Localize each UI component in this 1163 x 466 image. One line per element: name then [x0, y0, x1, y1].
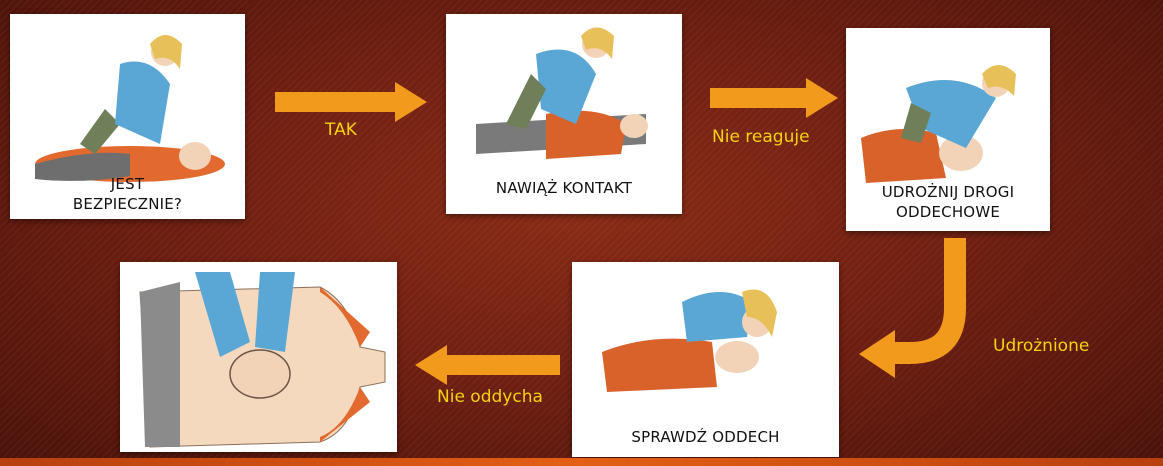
arrow-right-icon: [275, 82, 430, 122]
edge-label-tak: TAK: [325, 120, 357, 140]
edge-label-nie-reaguje: Nie reaguje: [712, 127, 810, 147]
step-card-chest-compressions: [120, 262, 397, 452]
arrow-right-icon: [710, 78, 840, 118]
step-card-make-contact: NAWIĄŻ KONTAKT: [446, 14, 682, 214]
step-label: SPRAWDŹ ODDECH: [572, 427, 839, 447]
step-label: NAWIĄŻ KONTAKT: [446, 178, 682, 198]
footer-accent-bar: [0, 458, 1163, 466]
step-card-check-safety: JEST BEZPIECZNIE?: [10, 14, 245, 219]
arrow-left-icon: [415, 345, 560, 385]
edge-label-nie-oddycha: Nie oddycha: [437, 387, 543, 407]
edge-label-udroznione: Udrożnione: [993, 336, 1089, 356]
step-label: JEST BEZPIECZNIE?: [10, 174, 245, 214]
chest-compressions-illustration: [120, 262, 397, 452]
step-label: UDROŻNIJ DROGI ODDECHOWE: [846, 182, 1050, 222]
step-card-open-airway: UDROŻNIJ DROGI ODDECHOWE: [846, 28, 1050, 231]
step-card-check-breathing: SPRAWDŹ ODDECH: [572, 262, 839, 457]
arrow-curve-down-left-icon: [855, 238, 985, 388]
